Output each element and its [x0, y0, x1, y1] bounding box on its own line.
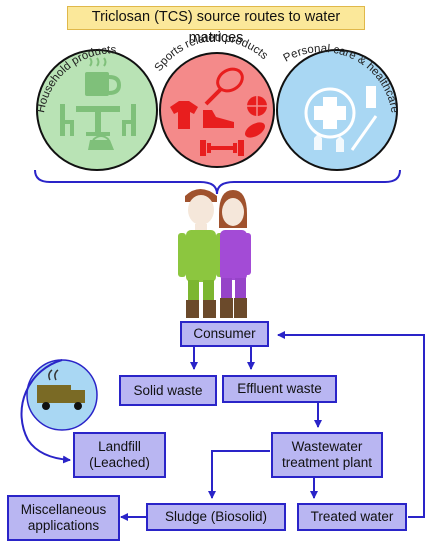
consumer-box: Consumer [180, 321, 269, 347]
football-icon [245, 122, 265, 138]
garbage-truck-icon [37, 369, 85, 410]
grouping-brace [34, 169, 401, 195]
diagram-title: Triclosan (TCS) source routes to water m… [67, 6, 365, 46]
basketball-icon [247, 96, 267, 116]
treated-water-box: Treated water [297, 503, 407, 531]
tshirt-icon [170, 101, 198, 129]
sports-products-circle: Sports related products [153, 32, 275, 168]
household-products-circle: Household products [35, 44, 158, 171]
effluent-waste-box: Effluent waste [222, 375, 337, 403]
solid-waste-box: Solid waste [119, 375, 217, 406]
dumbbell-icon [200, 140, 244, 156]
man-avatar-icon [178, 189, 224, 318]
gloves-icon [314, 134, 344, 152]
misc-applications-box: Miscellaneous applications [7, 495, 120, 541]
coffee-mug-icon [85, 57, 122, 96]
sneaker-icon [203, 110, 234, 128]
toothbrush-icon [350, 86, 378, 151]
medical-cross-icon [304, 87, 356, 139]
table-chairs-icon [60, 104, 136, 136]
wwtp-box: Wastewater treatment plant [271, 432, 383, 478]
flow-arrows [20, 331, 425, 521]
tennis-racket-icon [204, 67, 244, 106]
woman-avatar-icon [219, 190, 251, 318]
truck-circle [26, 359, 98, 431]
sludge-box: Sludge (Biosolid) [146, 503, 286, 531]
iron-icon [88, 135, 114, 150]
landfill-box: Landfill (Leached) [73, 432, 166, 478]
